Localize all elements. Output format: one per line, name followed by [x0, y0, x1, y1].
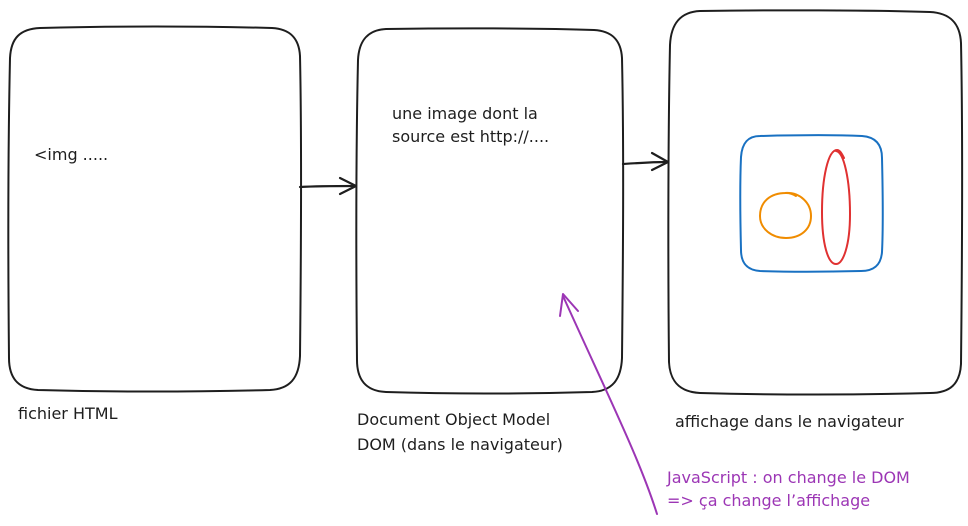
- arrow-html-to-dom: [298, 184, 357, 189]
- display-label: affichage dans le navigateur: [675, 412, 904, 431]
- dom-content-line-2: source est http://....: [392, 127, 550, 146]
- html-file-label: fichier HTML: [18, 404, 118, 423]
- red-ellipse-shape: [820, 148, 852, 266]
- javascript-annotation-line-2: => ça change l’affichage: [667, 491, 871, 510]
- display-box: [667, 9, 964, 396]
- javascript-arrow: [562, 295, 658, 515]
- arrow-dom-to-display: [621, 160, 669, 166]
- html-file-content: <img .....: [34, 145, 109, 164]
- dom-box: [355, 27, 625, 395]
- dom-content-line-1: une image dont la: [392, 104, 538, 123]
- javascript-annotation-line-1: JavaScript : on change le DOM: [667, 468, 910, 487]
- html-file-box: [7, 25, 303, 393]
- orange-circle-shape: [758, 191, 813, 240]
- arrow-dom-to-display-head: [650, 151, 670, 172]
- image-frame: [739, 134, 884, 273]
- javascript-arrow-head: [559, 293, 579, 317]
- dom-label-line-2: DOM (dans le navigateur): [357, 435, 563, 454]
- dom-label-line-1: Document Object Model: [357, 410, 551, 429]
- arrow-html-to-dom-head: [338, 176, 358, 196]
